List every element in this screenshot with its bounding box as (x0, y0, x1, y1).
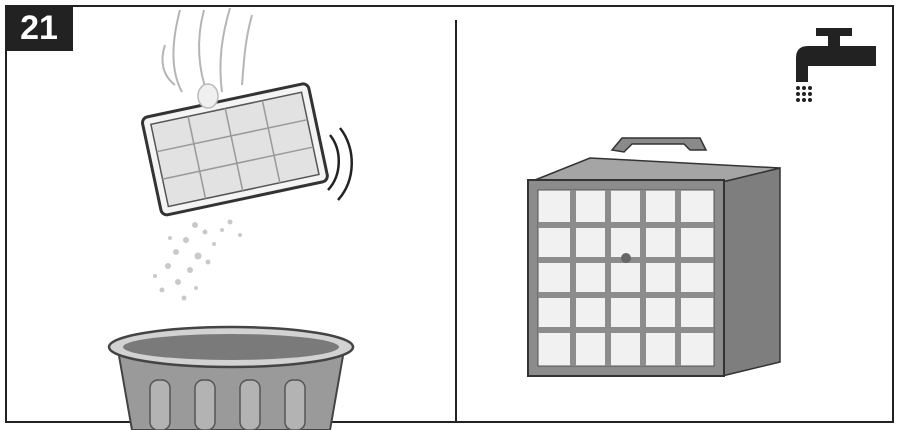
water-tap-icon (796, 28, 876, 102)
foam-filter-icon (528, 138, 780, 376)
